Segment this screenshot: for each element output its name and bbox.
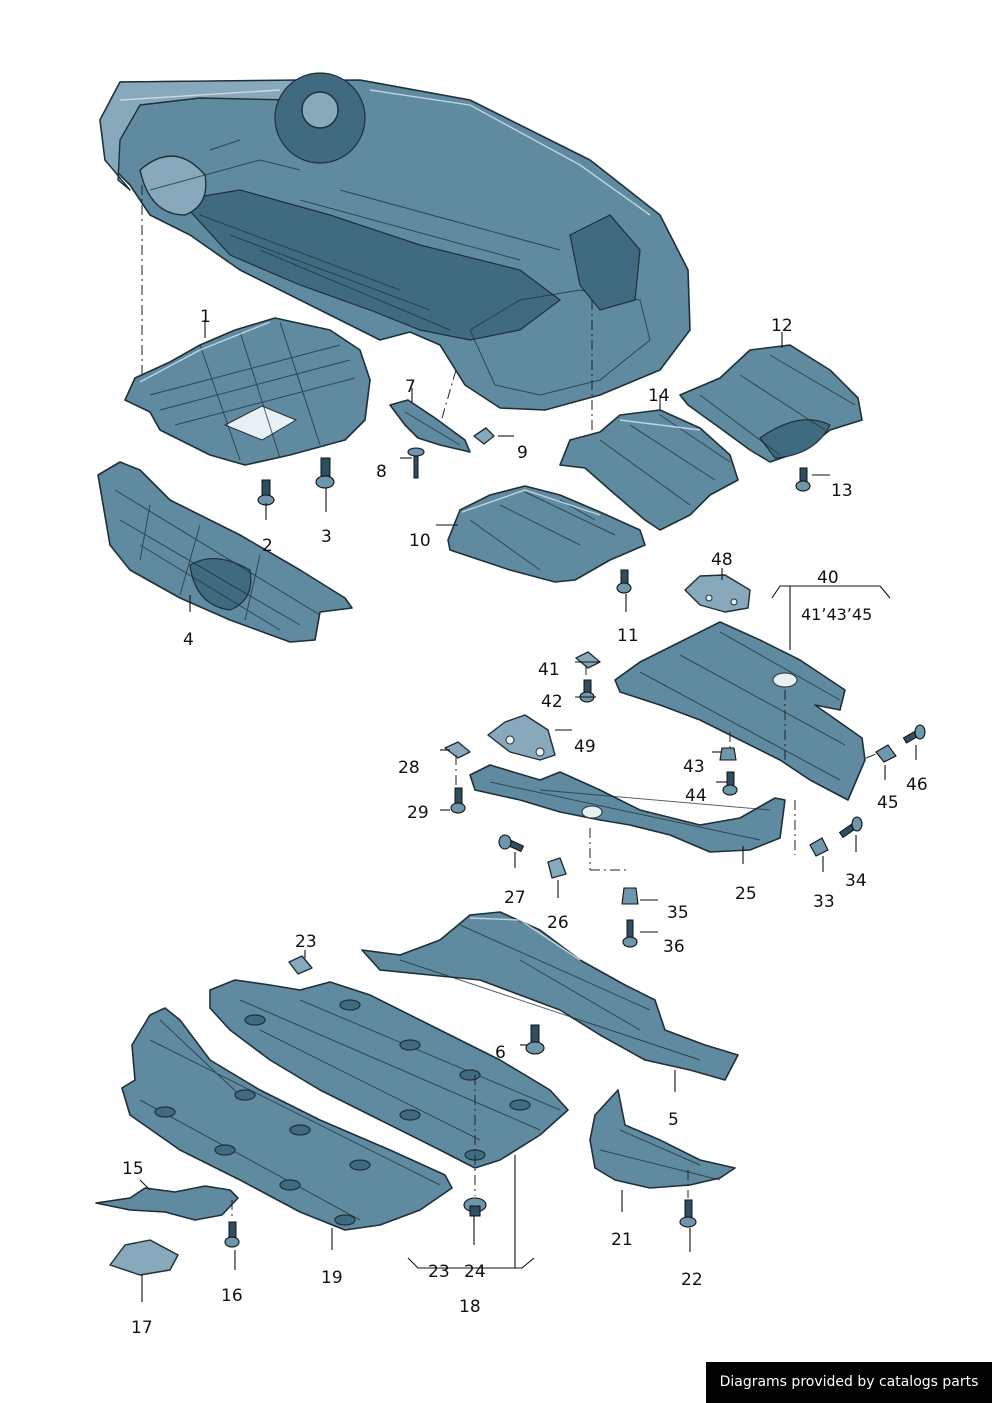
part-28-clip [444, 741, 471, 759]
part-18-holes [244, 999, 531, 1161]
part-41-clip [575, 651, 601, 669]
callout-34: 34 [845, 871, 867, 891]
callout-4: 4 [183, 630, 194, 650]
callout-24: 24 [464, 1262, 486, 1282]
callout-12: 12 [771, 316, 793, 336]
part-7-bracket [389, 399, 471, 453]
part-33-nut [809, 837, 829, 857]
part-10-heat-shield [447, 485, 646, 583]
callout-45: 45 [877, 793, 899, 813]
part-49-pad [487, 714, 556, 761]
callout-40-sub: 41ʼ43ʼ45 [801, 605, 872, 624]
part-46-screw [902, 724, 926, 744]
part-8-bolt [407, 447, 425, 479]
credit-badge: Diagrams provided by catalogs parts [706, 1362, 992, 1403]
part-19-floor-panel [121, 1007, 453, 1231]
callout-22: 22 [681, 1270, 703, 1290]
part-2-bolt [257, 479, 275, 506]
callout-35: 35 [667, 903, 689, 923]
callout-46: 46 [906, 775, 928, 795]
part-9-clip [473, 427, 495, 445]
callout-25: 25 [735, 884, 757, 904]
part-25-heat-shield [469, 764, 786, 853]
callout-5: 5 [668, 1110, 679, 1130]
part-24-nut [463, 1197, 487, 1217]
part-11-bolt [616, 569, 632, 594]
callout-21: 21 [611, 1230, 633, 1250]
callout-10: 10 [409, 531, 431, 551]
part-34-screw [838, 816, 863, 839]
part-12-heat-shield [679, 344, 863, 463]
part-21-heat-shield [589, 1089, 736, 1189]
callout-19: 19 [321, 1268, 343, 1288]
part-13-bolt [795, 467, 811, 492]
callout-6: 6 [495, 1043, 506, 1063]
callout-44: 44 [685, 786, 707, 806]
callout-36: 36 [663, 937, 685, 957]
part-15-bracket [95, 1185, 239, 1221]
part-23-clip [288, 955, 313, 975]
callout-23b: 23 [428, 1262, 450, 1282]
part-35-nut [621, 887, 639, 905]
part-44-bolt [722, 771, 738, 796]
part-29-bolt [450, 787, 466, 814]
callout-33: 33 [813, 892, 835, 912]
vehicle-underbody [99, 72, 691, 411]
callout-16: 16 [221, 1286, 243, 1306]
callout-40: 40 [817, 568, 839, 588]
callout-1: 1 [200, 307, 211, 327]
callout-15: 15 [122, 1159, 144, 1179]
part-27-screw [498, 834, 525, 853]
callout-23a: 23 [295, 932, 317, 952]
callout-8: 8 [376, 462, 387, 482]
part-26-clip [547, 857, 567, 879]
callout-9: 9 [517, 443, 528, 463]
part-5-tunnel-shield [361, 911, 739, 1081]
assembly-dash-lines [141, 185, 593, 430]
part-18-floor-panel [209, 979, 569, 1169]
callout-14: 14 [648, 386, 670, 406]
callout-28: 28 [398, 758, 420, 778]
part-14-heat-shield [559, 409, 739, 531]
part-43-nut [719, 747, 737, 761]
callout-labels: 1 2 3 4 5 6 7 8 9 10 11 12 13 14 15 16 1… [122, 307, 928, 1338]
part-48-pad [684, 574, 751, 613]
callout-2: 2 [262, 536, 273, 556]
callout-42: 42 [541, 692, 563, 712]
callout-7: 7 [405, 377, 416, 397]
part-1-engine-undertray [124, 317, 371, 466]
callout-11: 11 [617, 626, 639, 646]
callout-48: 48 [711, 550, 733, 570]
part-42-bolt [579, 679, 595, 703]
part-3-bolt [315, 457, 335, 489]
part-36-screw [622, 919, 638, 948]
callout-26: 26 [547, 913, 569, 933]
part-16-bolt [224, 1221, 240, 1248]
callout-27: 27 [504, 888, 526, 908]
part-22-bolt [679, 1199, 697, 1228]
part-19-holes [154, 1089, 371, 1226]
callout-13: 13 [831, 481, 853, 501]
part-6-bolt [525, 1024, 545, 1055]
part-17-pad [109, 1239, 179, 1276]
callout-3: 3 [321, 527, 332, 547]
callout-17: 17 [131, 1318, 153, 1338]
leader-lines [139, 320, 917, 1302]
callout-43: 43 [683, 757, 705, 777]
fasteners [224, 457, 926, 1248]
part-40-heat-shield [614, 621, 866, 801]
part-4-side-panel [97, 461, 353, 643]
callout-41: 41 [538, 660, 560, 680]
callout-29: 29 [407, 803, 429, 823]
callout-18: 18 [459, 1297, 481, 1317]
part-45-nut [875, 744, 897, 763]
callout-49: 49 [574, 737, 596, 757]
